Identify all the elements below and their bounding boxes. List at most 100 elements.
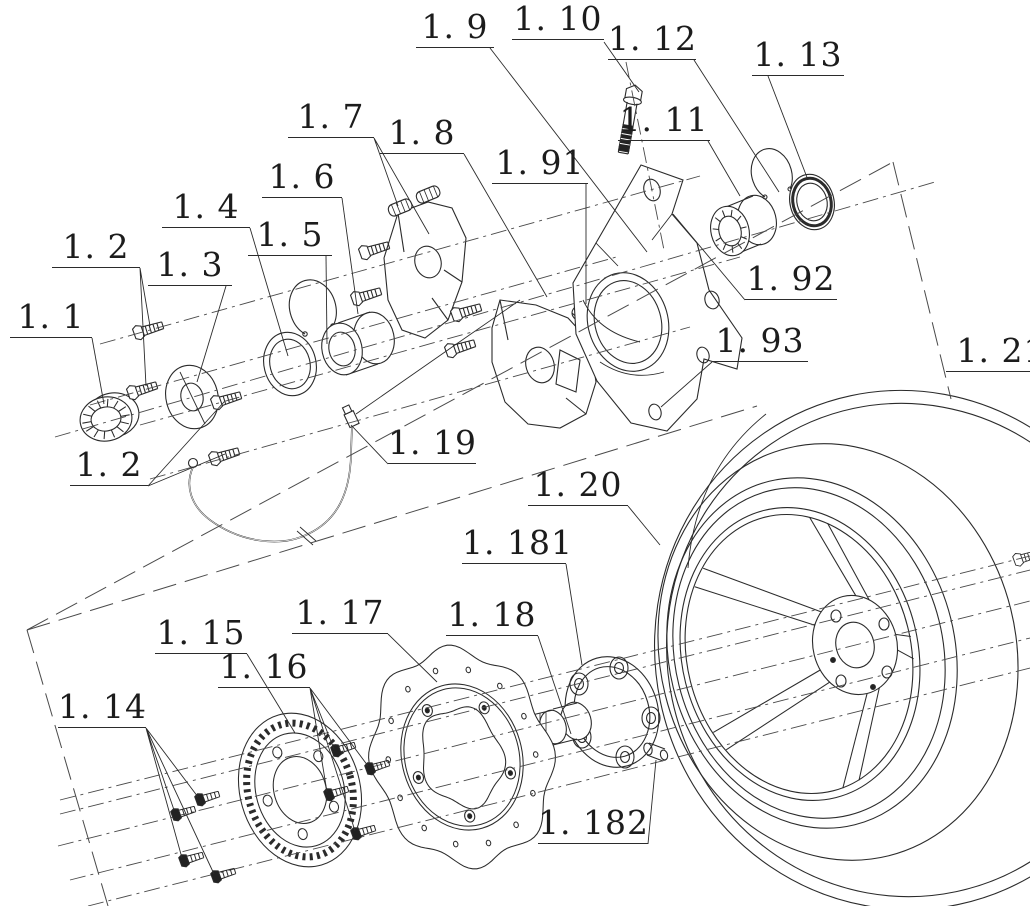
part-label-1-19: 1. 19	[388, 423, 477, 464]
rotor-drill-hole	[521, 712, 527, 720]
leader-1-16	[309, 687, 369, 832]
oil-seal	[789, 173, 835, 231]
abs-ring-hole	[262, 794, 273, 807]
spacer-bushing	[321, 311, 395, 376]
center-axes	[54, 61, 1030, 906]
part-label-1-92: 1. 92	[745, 259, 837, 300]
part-label-1-93: 1. 93	[712, 323, 808, 362]
abs-ring-hole	[272, 746, 283, 759]
leader-1-7	[373, 137, 430, 235]
nut-serration	[83, 413, 92, 417]
leader-1-182	[647, 759, 657, 845]
wheel-spoke	[858, 687, 880, 781]
brake-hose	[187, 299, 521, 546]
part-label-1-17: 1. 17	[292, 595, 388, 634]
rotor-mount-bolt	[415, 774, 421, 781]
snap-ring-right	[750, 148, 793, 200]
rotor-drill-hole	[497, 682, 503, 690]
rotor-inner-edge	[400, 683, 524, 831]
wheel-spoke	[842, 693, 868, 789]
bearing-needle	[730, 209, 733, 217]
leader-1-1	[91, 337, 105, 405]
bearing-needle	[722, 243, 727, 251]
part-label-1-2-upper: 1. 2	[52, 229, 140, 268]
leader-1-12	[693, 59, 780, 193]
rotor-mount-bolt	[424, 707, 430, 714]
abs-ring-opening	[272, 756, 328, 824]
leader-1-2b	[147, 401, 226, 487]
nut-serration	[116, 426, 124, 433]
rotor-drill-hole	[405, 685, 411, 693]
nut-serration	[82, 421, 92, 424]
abs-ring-hole	[297, 828, 308, 841]
rotor-drill-hole	[388, 717, 394, 725]
rotor-mount-hole	[421, 704, 433, 717]
nut-serration	[106, 398, 109, 407]
leader-1-9	[489, 47, 648, 253]
flange-bolt	[617, 84, 643, 155]
brake-caliper-rear	[443, 299, 609, 429]
rotor-mount-bolt	[507, 770, 513, 776]
part-label-1-91: 1. 91	[492, 145, 588, 184]
rotor-drill-hole	[513, 821, 519, 829]
abs-ring-slots	[243, 719, 357, 861]
leader-1-17	[387, 633, 438, 683]
part-label-1-16: 1. 16	[218, 647, 310, 688]
leader-1-5	[325, 255, 328, 345]
procedural-details	[82, 209, 914, 870]
part-label-1-15: 1. 15	[155, 613, 247, 654]
part-label-1-14: 1. 14	[58, 687, 147, 728]
nut-serration	[113, 400, 119, 409]
leader-1-92	[672, 213, 746, 301]
knuckle	[572, 164, 743, 432]
bearing-needle	[715, 237, 722, 242]
part-label-1-10: 1. 10	[512, 0, 604, 40]
bearing-needle	[740, 226, 747, 229]
nut-serration	[93, 429, 99, 438]
leader-1-20	[627, 505, 661, 546]
leader-1-6	[341, 197, 359, 315]
part-label-1-11: 1. 11	[618, 100, 710, 141]
abs-ring-inner	[254, 732, 346, 848]
rotor-mount-hole	[412, 771, 425, 784]
nut-serration	[120, 414, 130, 417]
wheel-spoke	[694, 586, 815, 626]
part-label-1-4: 1. 4	[162, 189, 250, 228]
part-label-1-20: 1. 20	[528, 467, 628, 506]
bearing-needle	[712, 228, 719, 231]
rotor-inner-edge	[403, 687, 521, 827]
bearing-needle	[721, 210, 726, 218]
part-label-1-7: 1. 7	[288, 99, 374, 138]
rotor-drill-hole	[465, 666, 472, 674]
needle-bearing	[710, 194, 777, 257]
leader-1-19	[350, 424, 389, 465]
wheel-spoke	[895, 633, 911, 638]
part-label-1-3: 1. 3	[148, 247, 232, 286]
nut-serration	[120, 421, 129, 425]
wheel-spoke	[827, 522, 870, 601]
nut-serration	[103, 431, 106, 440]
rotor-mount-hole	[504, 766, 517, 780]
wheel-spoke	[725, 681, 830, 751]
leader-1-18	[537, 635, 572, 735]
wheel-spoke	[809, 516, 857, 596]
part-label-1-13: 1. 13	[752, 35, 844, 76]
leader-1-8	[463, 153, 548, 298]
part-label-1-181: 1. 181	[462, 523, 573, 564]
part-label-1-1: 1. 1	[10, 299, 92, 338]
wheel-spoke	[703, 567, 822, 613]
abs-ring-hole	[328, 800, 340, 813]
assembly-boundary	[26, 161, 952, 906]
nut-serration	[118, 406, 127, 412]
leader-1-13	[767, 75, 809, 181]
part-label-1-9: 1. 9	[416, 9, 494, 48]
seal-ring	[263, 331, 317, 397]
castle-nut	[79, 392, 140, 442]
leader-1-14	[145, 727, 215, 875]
upper-parts	[79, 84, 835, 546]
bearing-needle	[737, 242, 743, 250]
part-label-1-8: 1. 8	[380, 115, 464, 154]
part-label-1-18: 1. 18	[446, 595, 538, 636]
